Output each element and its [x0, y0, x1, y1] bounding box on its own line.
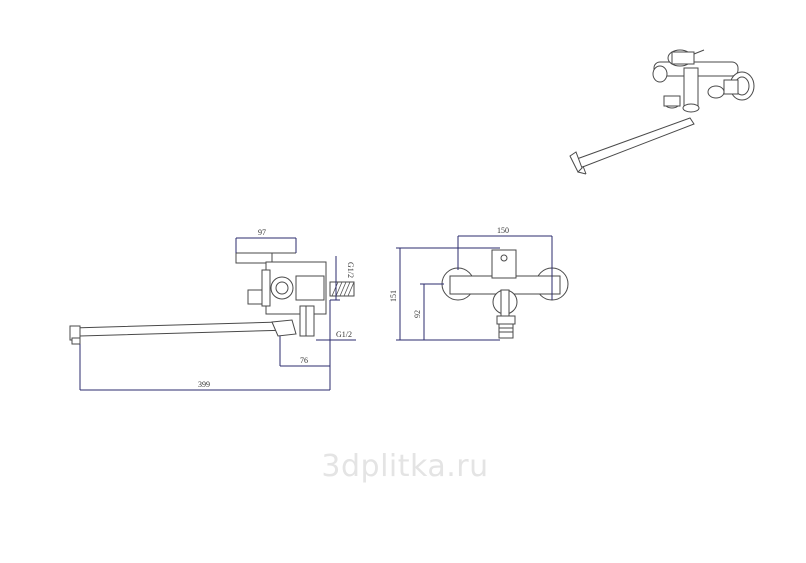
front-view-dimensions — [396, 235, 553, 341]
dim-151-label: 151 — [389, 290, 398, 302]
side-view — [69, 252, 355, 345]
side-view-dimensions — [79, 237, 356, 391]
isometric-view — [569, 49, 755, 175]
dim-thread-bottom-label: G1/2 — [336, 330, 352, 339]
dim-thread-top-label: G1/2 — [346, 262, 355, 278]
dim-150-label: 150 — [497, 226, 509, 235]
watermark-text: 3dplitka.ru — [321, 449, 489, 484]
dim-76-label: 76 — [300, 356, 308, 365]
dim-97-label: 97 — [258, 228, 266, 237]
dim-399-label: 399 — [198, 380, 210, 389]
dim-92-label: 92 — [413, 310, 422, 318]
front-view — [441, 249, 569, 339]
thread-hatching — [331, 281, 355, 297]
